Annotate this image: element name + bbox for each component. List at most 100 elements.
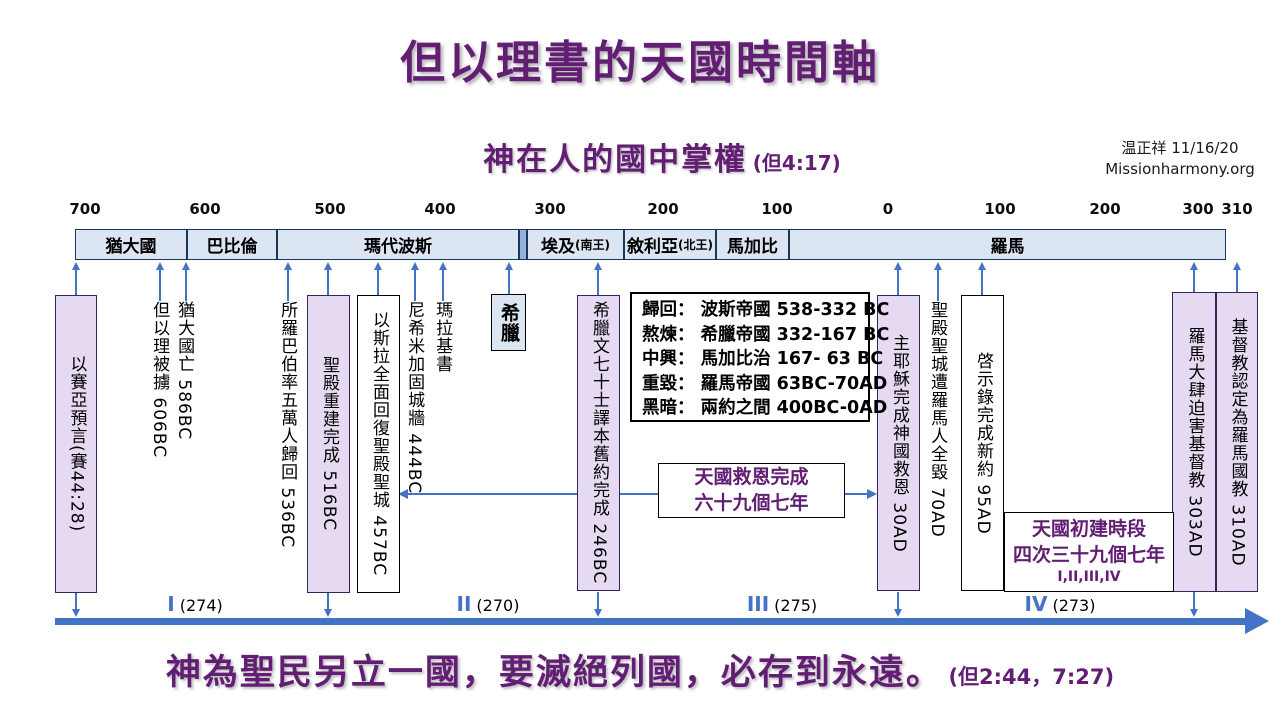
event-isaiah-prophecy-downshaft: [75, 592, 77, 610]
event-daniel-captive-arrowshaft: [159, 269, 161, 301]
event-septuagint-complete-arrowhead: [593, 262, 602, 270]
event-isaiah-prophecy: 以賽亞預言(賽44:28): [55, 295, 97, 593]
event-isaiah-prophecy-arrowshaft: [75, 269, 77, 295]
event-rome-persecution-downshaft: [1193, 592, 1195, 610]
event-ezra-restore: 以斯拉全面回復聖殿聖城 457BC: [357, 295, 400, 593]
subtitle-scripture-ref: (但4:17): [752, 151, 841, 175]
band-segment-medo-persia: 瑪代波斯: [277, 229, 519, 260]
event-judah-fall-arrowshaft: [185, 269, 187, 301]
event-ezra-restore-label: 以斯拉全面回復聖殿聖城 457BC: [369, 311, 389, 577]
event-septuagint-complete: 希臘文七十士譯本舊約完成 246BC: [577, 295, 620, 591]
event-greece-arrowshaft: [508, 269, 510, 294]
event-ezra-restore-arrowshaft: [377, 269, 379, 295]
event-rome-persecution-label: 羅馬大肆迫害基督教 303AD: [1184, 326, 1205, 558]
subtitle-text: 神在人的國中掌權: [483, 142, 748, 178]
event-rome-state-religion: 基督教認定為羅馬國教 310AD: [1216, 292, 1258, 592]
axis-tick-3-400: 400: [424, 200, 456, 218]
connector-line-left: [406, 493, 659, 495]
footer-verse-ref: (但2:44，7:27): [948, 665, 1115, 689]
event-temple-rebuilt-label: 聖殿重建完成 516BC: [319, 356, 339, 532]
segment-numeral-II: II: [456, 592, 472, 616]
kingdom-period-line-3: 重毀： 羅馬帝國 63BC-70AD: [642, 373, 888, 394]
event-jesus-salvation: 主耶穌完成神國救恩 30AD: [877, 295, 920, 591]
axis-tick-0-700: 700: [69, 200, 101, 218]
event-temple-rebuilt-downhead: [323, 609, 332, 617]
event-greece-arrowhead: [504, 262, 513, 270]
connector-line-right: [844, 493, 867, 495]
band-label-maccabees: 馬加比: [727, 237, 778, 257]
event-revelation-complete-arrowhead: [977, 262, 986, 270]
salvation-completed-line-0: 天國救恩完成: [694, 465, 809, 488]
event-septuagint-complete-arrowshaft: [597, 269, 599, 295]
band-sublabel-egypt: (南王): [575, 238, 610, 252]
event-temple-rebuilt-downshaft: [327, 592, 329, 610]
event-rome-persecution-arrowhead: [1189, 262, 1198, 270]
event-nehemiah-wall-arrowshaft: [414, 269, 416, 301]
segment-count-I: (274): [179, 596, 223, 615]
event-isaiah-prophecy-label: 以賽亞預言(賽44:28): [66, 355, 87, 533]
segment-count-IV: (273): [1052, 596, 1096, 615]
event-revelation-complete-arrowshaft: [981, 269, 983, 295]
event-ezra-restore-arrowhead: [373, 262, 382, 270]
event-isaiah-prophecy-downhead: [71, 609, 80, 617]
segment-count-III: (275): [774, 596, 818, 615]
kingdom-period-line-4: 黑暗： 兩約之間 400BC-0AD: [642, 398, 888, 418]
event-temple-destroyed-arrowhead: [933, 262, 942, 270]
axis-tick-11-310: 310: [1221, 200, 1253, 218]
footer-verse: 神為聖民另立一國，要滅絕列國，必存到永遠。 (但2:44，7:27): [0, 644, 1280, 695]
event-daniel-captive: 但以理被擄 606BC: [149, 301, 170, 459]
segment-label-IV: IV(273): [1025, 592, 1096, 616]
segment-numeral-IV: IV: [1024, 592, 1048, 616]
kingdom-period-line-2: 中興： 馬加比治 167- 63 BC: [642, 349, 884, 369]
band-sublabel-syria: (北王): [678, 238, 713, 252]
band-label-rome: 羅馬: [990, 237, 1025, 257]
band-label-syria: 敘利亞: [627, 237, 678, 257]
event-temple-rebuilt-arrowshaft: [327, 269, 329, 295]
band-segment-judah: 猶大國: [75, 229, 187, 260]
axis-tick-4-300: 300: [534, 200, 566, 218]
axis-tick-2-500: 500: [314, 200, 346, 218]
bottom-timeline-arrowhead: [1245, 608, 1269, 634]
attribution: 温正祥 11/16/20 Missionharmony.org: [1085, 138, 1275, 180]
segment-label-II: II(270): [457, 592, 520, 616]
band-label-babylon: 巴比倫: [206, 237, 258, 257]
event-rome-persecution: 羅馬大肆迫害基督教 303AD: [1172, 292, 1216, 592]
kingdom-founding-line-2: I,II,III,IV: [1057, 569, 1121, 586]
footer-verse-text: 神為聖民另立一國，要滅絕列國，必存到永遠。: [165, 653, 943, 693]
kingdom-founding-box: 天國初建時段四次三十九個七年 I,II,III,IV: [1004, 512, 1174, 592]
event-judah-fall: 猶大國亡 586BC: [174, 301, 195, 441]
segment-numeral-III: III: [746, 592, 770, 616]
event-jesus-salvation-downhead: [893, 609, 902, 617]
event-revelation-complete-label: 啓示錄完成新約 95AD: [973, 351, 993, 535]
segment-count-II: (270): [476, 596, 520, 615]
connector-left-arrowhead: [398, 488, 408, 499]
axis-tick-5-200: 200: [647, 200, 679, 218]
kingdom-founding-line-1: 四次三十九個七年: [1012, 543, 1165, 566]
segment-label-III: III(275): [747, 592, 817, 616]
kingdom-period-line-0: 歸回： 波斯帝國 538-332 BC: [642, 300, 890, 320]
segment-numeral-I: I: [167, 592, 175, 616]
event-isaiah-prophecy-arrowhead: [71, 262, 80, 270]
event-septuagint-complete-downhead: [593, 609, 602, 617]
event-greece: 希臘: [491, 294, 526, 351]
band-segment-maccabees: 馬加比: [716, 229, 789, 260]
connector-right-arrowhead: [867, 488, 877, 499]
attribution-author-date: 温正祥 11/16/20: [1121, 139, 1239, 157]
band-label-judah: 猶大國: [105, 237, 157, 257]
axis-tick-8-100: 100: [984, 200, 1016, 218]
subtitle: 神在人的國中掌權 (但4:17): [22, 134, 1280, 179]
axis-tick-1-600: 600: [189, 200, 221, 218]
event-rome-persecution-downhead: [1189, 609, 1198, 617]
salvation-completed-box: 天國救恩完成六十九個七年: [658, 463, 845, 518]
event-judah-fall-arrowhead: [181, 262, 190, 270]
event-malachi-book-arrowhead: [438, 262, 447, 270]
event-temple-rebuilt: 聖殿重建完成 516BC: [307, 295, 350, 593]
band-segment-syria: 敘利亞(北王): [624, 229, 716, 260]
event-temple-destroyed: 聖殿聖城遭羅馬人全毀 70AD: [927, 301, 948, 538]
event-nehemiah-wall-arrowhead: [410, 262, 419, 270]
kingdom-founding-line-0: 天國初建時段: [1031, 517, 1146, 540]
axis-tick-6-100: 100: [761, 200, 793, 218]
